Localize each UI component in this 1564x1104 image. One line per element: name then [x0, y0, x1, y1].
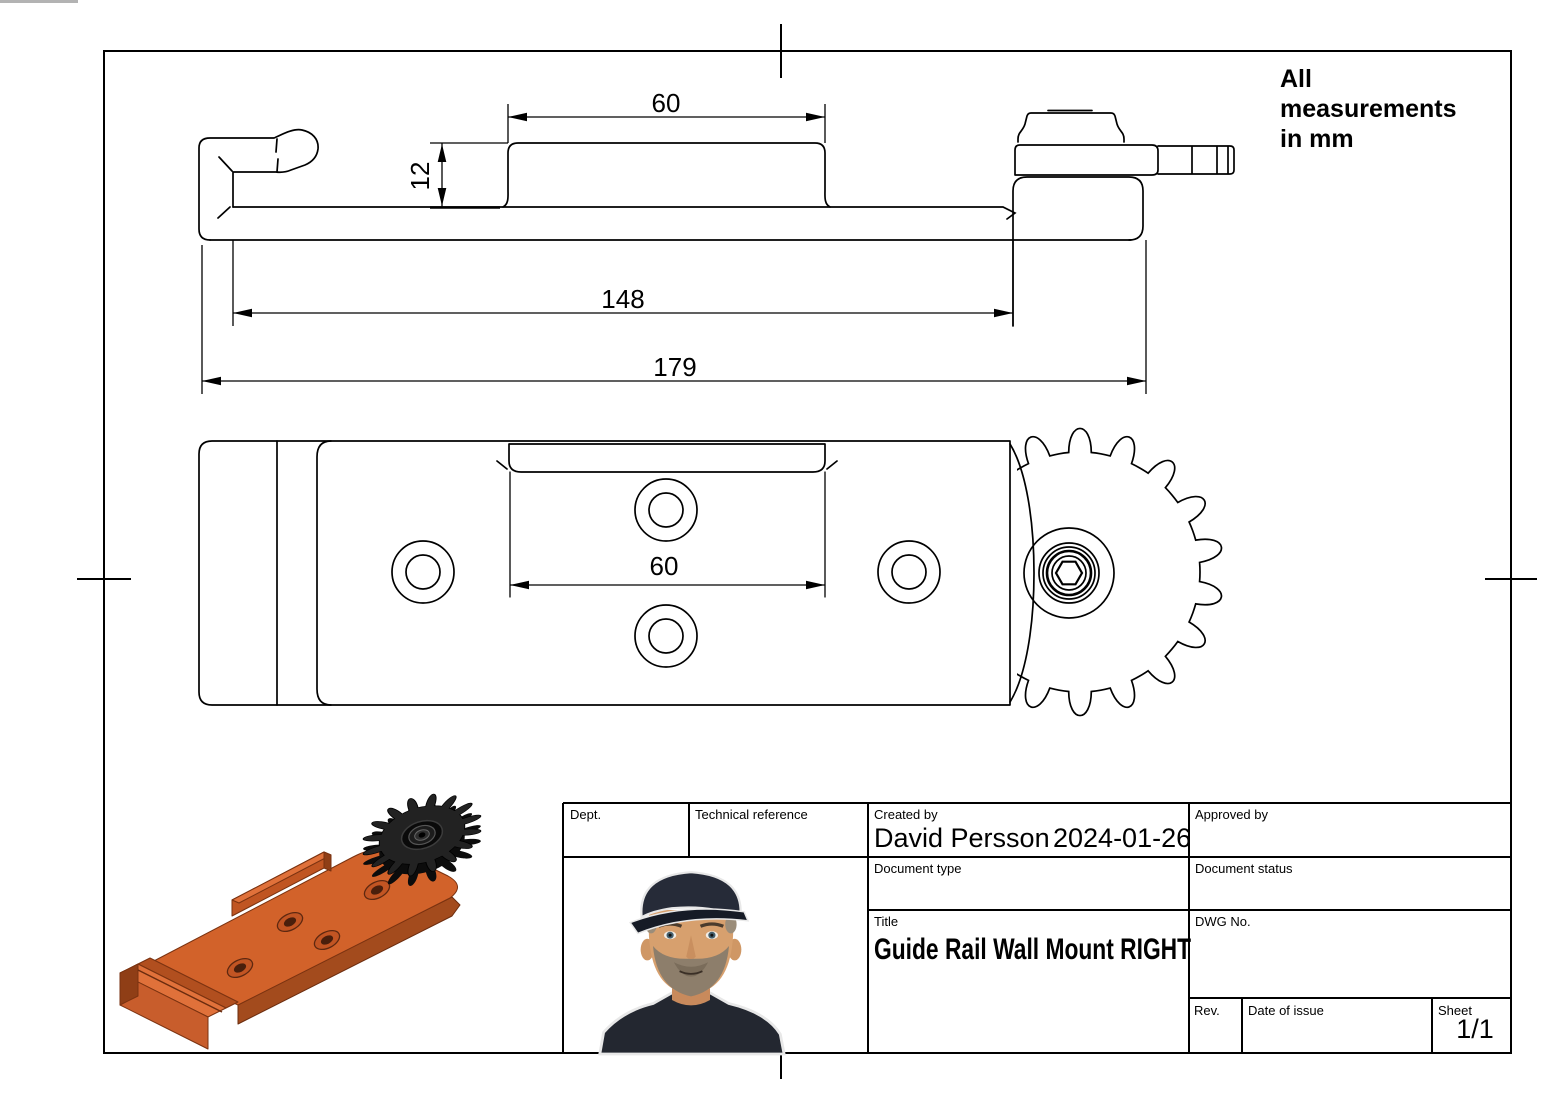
hook-outline — [198, 128, 319, 241]
iso-view — [119, 793, 482, 1050]
dim-179-lines — [201, 240, 1147, 394]
top-left-artifact-line — [0, 0, 78, 3]
document-type-label: Document type — [874, 861, 962, 876]
portrait-cap-brim — [629, 908, 750, 935]
side-view — [198, 109, 1235, 327]
portrait-photo — [598, 871, 786, 1056]
plan-view — [198, 427, 1223, 717]
dim-plan-60: 60 — [649, 551, 679, 581]
sprocket-hub — [1023, 527, 1115, 619]
units-note: All measurements in mm — [1280, 65, 1457, 153]
hook-tangent-lines — [217, 138, 279, 219]
portrait-nose — [686, 935, 696, 960]
title-label: Title — [874, 914, 899, 929]
approved-by-label: Approved by — [1195, 807, 1268, 822]
created-by-name: David Persson — [874, 823, 1050, 853]
dimension-arrows — [202, 112, 1146, 386]
pad-outline — [496, 443, 838, 473]
dim-148-lines — [232, 240, 1014, 326]
dwg-no-label: DWG No. — [1195, 914, 1251, 929]
hook-end-face — [119, 963, 139, 1006]
technical-reference-label: Technical reference — [695, 807, 808, 822]
dim-side-12: 12 — [405, 161, 435, 191]
created-by-date: 2024-01-26 — [1053, 823, 1192, 853]
countersunk-holes — [391, 478, 941, 668]
dim-side-179: 179 — [653, 352, 697, 382]
bar-top-edge — [232, 206, 1017, 220]
title-block-lines — [562, 802, 1511, 1053]
iso-sprocket — [362, 793, 482, 886]
side-view-dimensions — [201, 104, 1147, 394]
hook-flange-lines — [276, 440, 332, 706]
created-by-label: Created by — [874, 807, 938, 822]
plan-dim-60-lines — [509, 471, 826, 598]
iso-countersunk-holes — [226, 879, 391, 979]
date-of-issue-label: Date of issue — [1248, 1003, 1324, 1018]
dim-60-lines — [507, 104, 826, 143]
dim-side-60: 60 — [651, 88, 681, 118]
dim-side-148: 148 — [601, 284, 645, 314]
bolt-head-profile — [1017, 109, 1125, 143]
drawing-frame — [77, 24, 1537, 1079]
sheet-value: 1/1 — [1456, 1014, 1494, 1044]
drawing-title: Guide Rail Wall Mount RIGHT — [874, 933, 1192, 966]
sprocket-flange-profile — [1014, 144, 1159, 176]
sprocket-teeth — [1017, 427, 1223, 717]
sheet-label: Sheet — [1438, 1003, 1472, 1018]
hex-socket — [1054, 560, 1084, 586]
rail-end-face — [323, 851, 332, 872]
rev-label: Rev. — [1194, 1003, 1220, 1018]
document-status-label: Document status — [1195, 861, 1293, 876]
end-block — [1012, 176, 1144, 327]
shaft-profile — [1157, 145, 1235, 175]
iso-bolt — [400, 819, 444, 851]
dept-label: Dept. — [570, 807, 602, 822]
plate-end-arc — [1009, 443, 1035, 703]
hook-groove-line — [137, 969, 223, 1013]
pad-profile — [502, 142, 831, 208]
plate-outline — [198, 440, 1011, 706]
